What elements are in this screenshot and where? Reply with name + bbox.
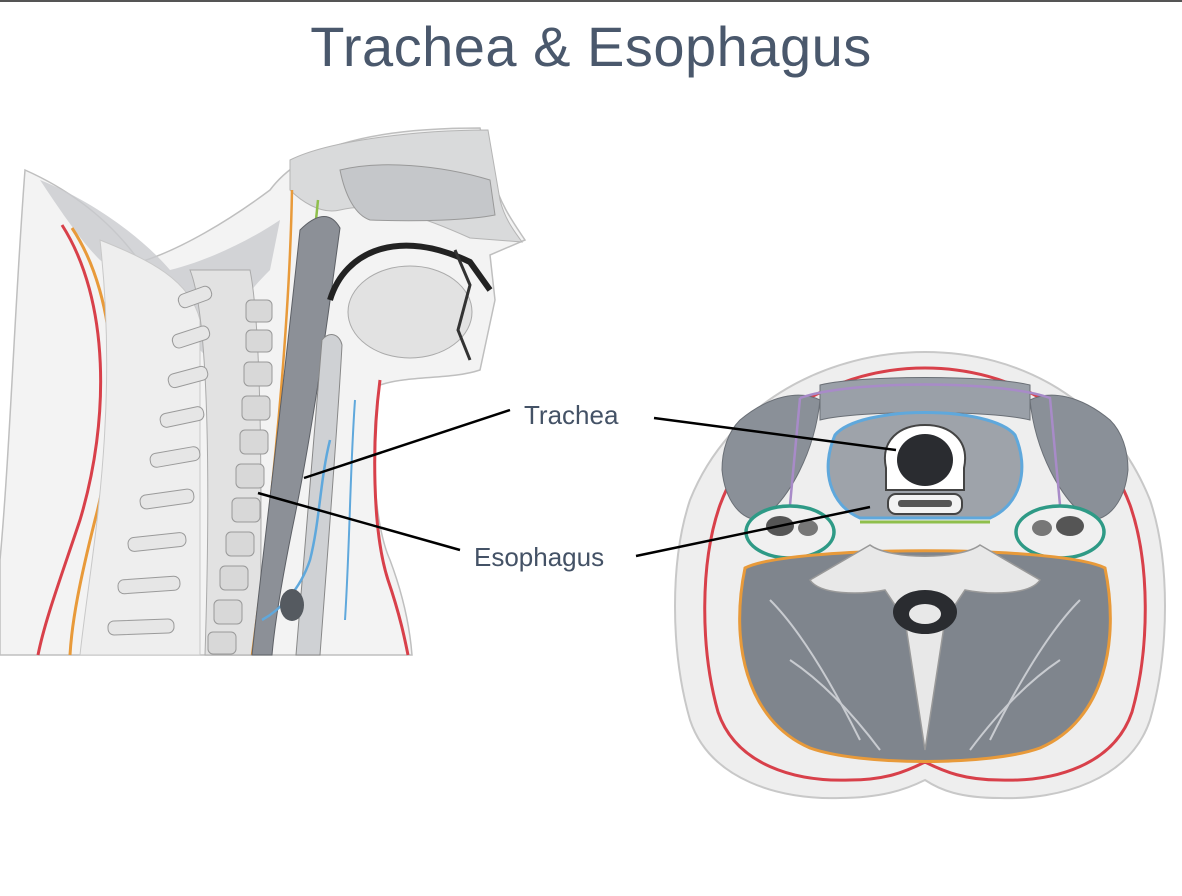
axial-strap-muscles (819, 377, 1031, 421)
axial-purple-fascia-left (788, 397, 802, 506)
sagittal-blue-fascia-2 (344, 399, 356, 621)
esophagus-leader-left (257, 491, 461, 552)
label-esophagus: Esophagus (474, 542, 605, 572)
sagittal-skin-line-posterior (36, 224, 103, 656)
trachea-leader-left (303, 408, 511, 480)
axial-vertebra (808, 544, 1042, 751)
sagittal-nodule (280, 589, 304, 621)
sagittal-tongue (347, 265, 473, 359)
slide-title: Trachea & Esophagus (310, 15, 872, 78)
top-rule (0, 0, 1182, 2)
trachea-leader-right (653, 416, 897, 452)
axial-trachea-lumen (897, 434, 953, 486)
sagittal-spinous-processes (107, 285, 213, 636)
sagittal-posterior-muscle (79, 239, 201, 656)
sagittal-vertebrae (207, 299, 273, 655)
axial-carotid-sheath-right (1014, 504, 1106, 560)
sagittal-nasal-cavity (339, 164, 496, 222)
axial-esophagus-lumen (898, 500, 952, 507)
esophagus-leader-right (635, 505, 871, 558)
sagittal-teeth (453, 249, 472, 361)
axial-posterior-muscle-lines (769, 599, 1081, 751)
label-trachea: Trachea (524, 400, 619, 430)
sagittal-pharynx (251, 216, 341, 656)
sagittal-skin-line-anterior (373, 379, 410, 656)
sagittal-trachea (295, 334, 343, 656)
axial-purple-fascia (799, 383, 1062, 506)
axial-spinal-cord (909, 604, 941, 624)
